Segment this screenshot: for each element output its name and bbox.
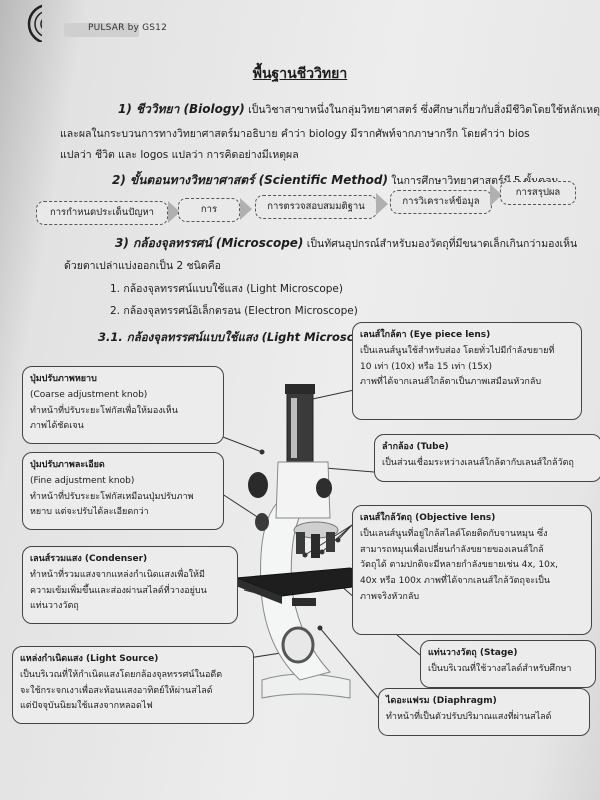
callout-stage: แท่นวางวัตถุ (Stage) เป็นบริเวณที่ใช้วาง… — [420, 640, 596, 688]
step-analyze-data: การวิเคราะห์ข้อมูล — [390, 190, 492, 214]
arrow-2 — [240, 198, 252, 220]
callout-stage-title: แท่นวางวัตถุ (Stage) — [428, 648, 518, 658]
callout-light-source: แหล่งกำเนิดแสง (Light Source) เป็นบริเวณ… — [12, 646, 254, 724]
callout-objective-text-4: 40x หรือ 100x ภาพที่ได้จากเลนส์ใกล้วัตถุ… — [360, 576, 551, 586]
sec3-item2: 2. กล้องจุลทรรศน์อิเล็กตรอน (Electron Mi… — [110, 305, 358, 317]
callout-tube-text-1: เป็นส่วนเชื่อมระหว่างเลนส์ใกล้ตากับเลนส์… — [382, 457, 574, 468]
sec1-line1: เป็นวิชาสาขาหนึ่งในกลุ่มวิทยาศาสตร์ ซึ่ง… — [248, 104, 600, 116]
callout-tube: ลำกล้อง (Tube) เป็นส่วนเชื่อมระหว่างเลนส… — [374, 434, 600, 482]
callout-light-text-3: แต่ปัจจุบันนิยมใช้แสงจากหลอดไฟ — [20, 701, 153, 712]
callout-eyepiece-text-2: 10 เท่า (10x) หรือ 15 เท่า (15x) — [360, 361, 492, 372]
sec1-line2: และผลในกระบวนการทางวิทยาศาสตร์มาอธิบาย ค… — [60, 128, 530, 140]
callout-stage-text-1: เป็นบริเวณที่ใช้วางสไลด์สำหรับศึกษา — [428, 663, 572, 674]
sec3-line2: ด้วยตาเปล่าแบ่งออกเป็น 2 ชนิดคือ — [64, 260, 221, 272]
callout-objective-text-3: วัตถุได้ ตามปกติจะมีหลายกำลังขยายเช่น 4x… — [360, 560, 559, 571]
callout-coarse-knob: ปุ่มปรับภาพหยาบ (Coarse adjustment knob)… — [22, 366, 224, 444]
step-test-hypothesis: การตรวจสอบสมมติฐาน — [255, 195, 377, 219]
callout-condenser-text-2: ความเข้มเพิ่มขึ้นและส่องผ่านสไลด์ที่วางอ… — [30, 585, 207, 596]
callout-fine-knob: ปุ่มปรับภาพละเอียด (Fine adjustment knob… — [22, 452, 224, 530]
callout-fine-text-3: หยาบ แต่จะปรับได้ละเอียดกว่า — [30, 507, 149, 518]
callout-diaphragm-title: ไดอะแฟรม (Diaphragm) — [386, 696, 497, 706]
callout-fine-text-2: ทำหน้าที่ปรับระยะโฟกัสเหมือนปุ่มปรับภาพ — [30, 491, 194, 502]
sec3-heading: 3) กล้องจุลทรรศน์ (Microscope) — [115, 236, 304, 250]
arrow-4 — [490, 184, 502, 206]
callout-diaphragm-text-1: ทำหน้าที่เป็นตัวปรับปริมาณแสงที่ผ่านสไลด… — [386, 711, 552, 722]
sec2-heading: 2) ขั้นตอนทางวิทยาศาสตร์ (Scientific Met… — [112, 173, 388, 187]
callout-eyepiece: เลนส์ใกล้ตา (Eye piece lens) เป็นเลนส์นู… — [352, 322, 582, 420]
callout-coarse-text-3: ภาพได้ชัดเจน — [30, 421, 84, 432]
callout-coarse-text-2: ทำหน้าที่ปรับระยะโฟกัสเพื่อให้มองเห็น — [30, 405, 178, 416]
callout-objective-text-2: สามารถหมุนเพื่อเปลี่ยนกำลังขยายของเลนส์ใ… — [360, 544, 544, 555]
sec3-line: 3) กล้องจุลทรรศน์ (Microscope) เป็นทัศนอ… — [115, 237, 577, 250]
callout-eyepiece-text-1: เป็นเลนส์นูนใช้สำหรับส่อง โดยทั่วไปมีกำล… — [360, 345, 555, 356]
sec1-line3: แปลว่า ชีวิต และ logos แปลว่า การคิดอย่า… — [60, 149, 299, 161]
callout-objective-text-5: ภาพจริงหัวกลับ — [360, 591, 420, 602]
arrow-3 — [376, 193, 388, 215]
sec1-heading: 1) ชีววิทยา (Biology) — [118, 102, 245, 116]
callout-condenser-text-3: แท่นวางวัตถุ — [30, 601, 79, 612]
callout-objective-title: เลนส์ใกล้วัตถุ (Objective lens) — [360, 513, 496, 523]
step-hypothesis: การ — [178, 198, 240, 222]
page-title: พื้นฐานชีววิทยา — [252, 66, 348, 82]
callout-coarse-text-1: (Coarse adjustment knob) — [30, 389, 148, 400]
callout-eyepiece-text-3: ภาพที่ได้จากเลนส์ใกล้ตาเป็นภาพเสมือนหัวก… — [360, 377, 542, 388]
callout-coarse-title: ปุ่มปรับภาพหยาบ — [30, 374, 97, 384]
sec3-item1: 1. กล้องจุลทรรศน์แบบใช้แสง (Light Micros… — [110, 283, 343, 295]
step-define-problem: การกำหนดประเด็นปัญหา — [36, 201, 168, 225]
callout-condenser: เลนส์รวมแสง (Condenser) ทำหน้าที่รวมแสงจ… — [22, 546, 238, 624]
brand-blur — [64, 23, 139, 37]
callout-eyepiece-title: เลนส์ใกล้ตา (Eye piece lens) — [360, 330, 491, 340]
callout-objective-text-1: เป็นเลนส์นูนที่อยู่ใกล้สไลด์โดยติดกับจาน… — [360, 528, 548, 539]
logo-graphic — [27, 4, 42, 42]
callout-fine-text-1: (Fine adjustment knob) — [30, 475, 135, 486]
callout-condenser-text-1: ทำหน้าที่รวมแสงจากแหล่งกำเนิดแสงเพื่อให้… — [30, 569, 205, 580]
callout-objective: เลนส์ใกล้วัตถุ (Objective lens) เป็นเลนส… — [352, 505, 592, 635]
callout-diaphragm: ไดอะแฟรม (Diaphragm) ทำหน้าที่เป็นตัวปรั… — [378, 688, 590, 736]
callout-tube-title: ลำกล้อง (Tube) — [382, 442, 449, 452]
sec3-subheading: 3.1. กล้องจุลทรรศน์แบบใช้แสง (Light Micr… — [98, 330, 383, 344]
sec2-line: 2) ขั้นตอนทางวิทยาศาสตร์ (Scientific Met… — [112, 174, 559, 187]
callout-light-title: แหล่งกำเนิดแสง (Light Source) — [20, 654, 159, 664]
step-conclusion: การสรุปผล — [500, 181, 576, 205]
sec2-tail: ในการศึกษาวิทยาศาสตร์มี 5 ขั้นตอน — [391, 175, 559, 187]
sec1-first-line: 1) ชีววิทยา (Biology) เป็นวิชาสาขาหนึ่งใ… — [118, 103, 600, 116]
callout-condenser-title: เลนส์รวมแสง (Condenser) — [30, 554, 148, 564]
callout-light-text-2: จะใช้กระจกเงาเพื่อสะท้อนแสงอาทิตย์ให้ผ่า… — [20, 685, 213, 696]
callout-fine-title: ปุ่มปรับภาพละเอียด — [30, 460, 105, 470]
brand-label: PULSAR by GS12 — [88, 23, 168, 33]
sec3-tail: เป็นทัศนอุปกรณ์สำหรับมองวัตถุที่มีขนาดเล… — [306, 238, 578, 250]
callout-light-text-1: เป็นบริเวณที่ให้กำเนิดแสงโดยกล้องจุลทรรศ… — [20, 669, 223, 680]
arrow-1 — [168, 201, 180, 223]
